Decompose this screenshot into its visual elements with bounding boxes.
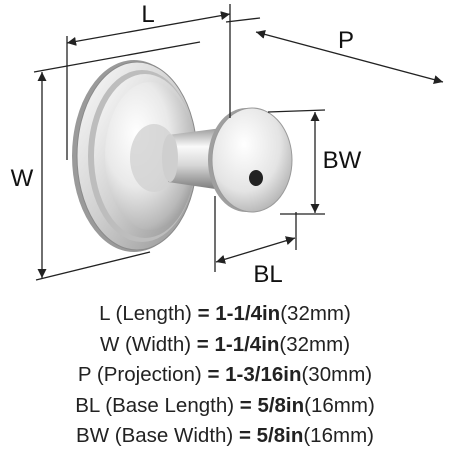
base-length-label: BL [253, 261, 282, 288]
cabinet-knob-icon [72, 60, 293, 252]
spec-length: L (Length) = 1-1/4in(32mm) [0, 299, 450, 330]
spec-equals: = [197, 302, 210, 325]
spec-abbr: BW [76, 424, 110, 448]
spec-list: L (Length) = 1-1/4in(32mm) W (Width) = 1… [0, 299, 450, 452]
spec-value: 1-3/16in [225, 363, 302, 387]
width-label: W [11, 165, 34, 192]
spec-abbr: W [99, 332, 120, 356]
spec-name: (Base Width) [114, 424, 234, 448]
dimension-base-width: BW [267, 109, 362, 215]
spec-equals: = [238, 424, 251, 448]
spec-abbr: P [77, 363, 92, 387]
spec-width: W (Width) = 1-1/4in(32mm) [0, 330, 450, 361]
spec-name: (Length) [115, 302, 192, 325]
spec-metric: (16mm) [303, 424, 374, 448]
spec-projection: P (Projection) = 1-3/16in(30mm) [0, 360, 450, 391]
base-width-label: BW [323, 147, 362, 174]
spec-value: 5/8in [256, 424, 304, 448]
spec-value: 1-1/4in [215, 302, 281, 325]
spec-metric: (16mm) [304, 393, 375, 417]
spec-name: (Width) [125, 332, 192, 356]
projection-label: P [338, 27, 354, 54]
spec-base-width: BW (Base Width) = 5/8in(16mm) [0, 421, 450, 452]
spec-metric: (32mm) [280, 302, 351, 325]
spec-name: (Projection) [96, 363, 202, 387]
spec-value: 5/8in [257, 393, 305, 417]
spec-equals: = [239, 393, 252, 417]
spec-metric: (32mm) [279, 332, 351, 356]
spec-abbr: L [99, 302, 110, 325]
dimension-projection: P [33, 17, 444, 85]
spec-equals: = [196, 332, 209, 356]
knob-dimension-drawing: L P W BW BL [11, 1, 444, 288]
dimension-width: W [11, 72, 151, 281]
length-label: L [141, 1, 154, 28]
dimension-base-length: BL [214, 196, 297, 288]
dimension-length: L [66, 1, 231, 160]
spec-abbr: BL [75, 393, 100, 417]
spec-name: (Base Length) [105, 393, 235, 417]
spec-equals: = [207, 363, 220, 387]
spec-metric: (30mm) [301, 363, 373, 387]
spec-base-length: BL (Base Length) = 5/8in(16mm) [0, 391, 450, 422]
spec-value: 1-1/4in [214, 332, 280, 356]
